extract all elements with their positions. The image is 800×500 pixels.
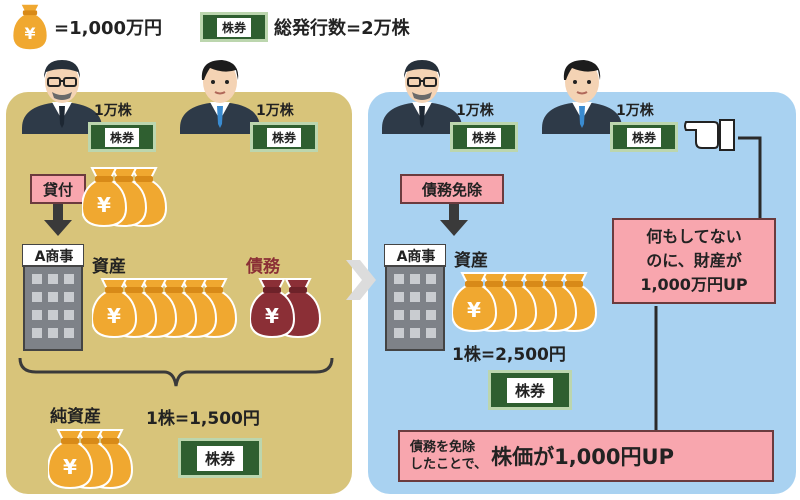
banner-reason: 債務を免除 したことで、: [410, 439, 487, 473]
company-name: A商事: [34, 249, 74, 265]
callout-line: のに、財産が: [646, 251, 742, 270]
svg-text:¥: ¥: [467, 298, 481, 322]
stock-label: 株券: [215, 16, 252, 38]
net-assets-label: 純資産: [50, 407, 101, 427]
asset-money-bags: ¥: [452, 272, 597, 332]
assets-label: 資産: [92, 257, 126, 277]
shareholder-young-avatar: [180, 59, 260, 134]
banner-small-line: 債務を免除: [410, 440, 476, 455]
stock-certificate-icon: 株券: [250, 122, 318, 152]
stock-certificate-icon: 株券: [610, 122, 678, 152]
loan-money-bags: ¥: [82, 167, 167, 227]
svg-text:¥: ¥: [265, 304, 279, 328]
stock-certificate-icon: 株券: [450, 122, 518, 152]
stock-certificate-icon: 株券: [488, 370, 572, 410]
svg-text:¥: ¥: [24, 24, 35, 43]
summary-brace: [18, 357, 334, 387]
elder-share-count: 1万株: [456, 103, 494, 119]
stock-certificate-icon: 株券: [88, 122, 156, 152]
down-arrow-icon: [440, 204, 468, 236]
banner-headline: 株価が1,000円UP: [491, 445, 674, 469]
asset-money-bags: ¥: [92, 278, 237, 338]
money-bag-icon: ¥: [11, 4, 49, 50]
debt-money-bags: ¥: [250, 278, 321, 338]
legend-total-shares: 総発行数=2万株: [274, 18, 410, 39]
connector-lines: [654, 136, 762, 430]
pointing-hand-icon: [684, 119, 735, 151]
transition-arrow-icon: [346, 260, 376, 300]
left-share-price: 1株=1,500円: [146, 409, 260, 429]
down-arrow-icon: [44, 204, 72, 236]
loan-label: 貸付: [30, 174, 86, 204]
net-asset-money-bags: ¥: [48, 429, 133, 489]
svg-text:¥: ¥: [107, 304, 121, 328]
svg-text:¥: ¥: [63, 455, 77, 479]
callout-line: 1,000万円UP: [640, 275, 748, 294]
debt-label: 債務: [246, 257, 280, 277]
legend-bag-value: =1,000万円: [54, 18, 163, 39]
stock-certificate-icon: 株券: [178, 438, 262, 478]
svg-text:¥: ¥: [97, 193, 111, 217]
right-share-price: 1株=2,500円: [452, 345, 566, 365]
share-price-up-banner: 債務を免除 したことで、 株価が1,000円UP: [398, 430, 774, 482]
young-share-count: 1万株: [256, 103, 294, 119]
company-name: A商事: [396, 249, 436, 265]
callout-line: 何もしてない: [646, 227, 742, 246]
wealth-up-callout: 何もしてない のに、財産が 1,000万円UP: [612, 218, 776, 304]
debt-waiver-label: 債務免除: [400, 174, 504, 204]
stock-certificate-icon: 株券: [200, 12, 268, 42]
assets-label: 資産: [454, 251, 488, 271]
banner-small-line: したことで、: [410, 457, 488, 472]
elder-share-count: 1万株: [94, 103, 132, 119]
young-share-count: 1万株: [616, 103, 654, 119]
